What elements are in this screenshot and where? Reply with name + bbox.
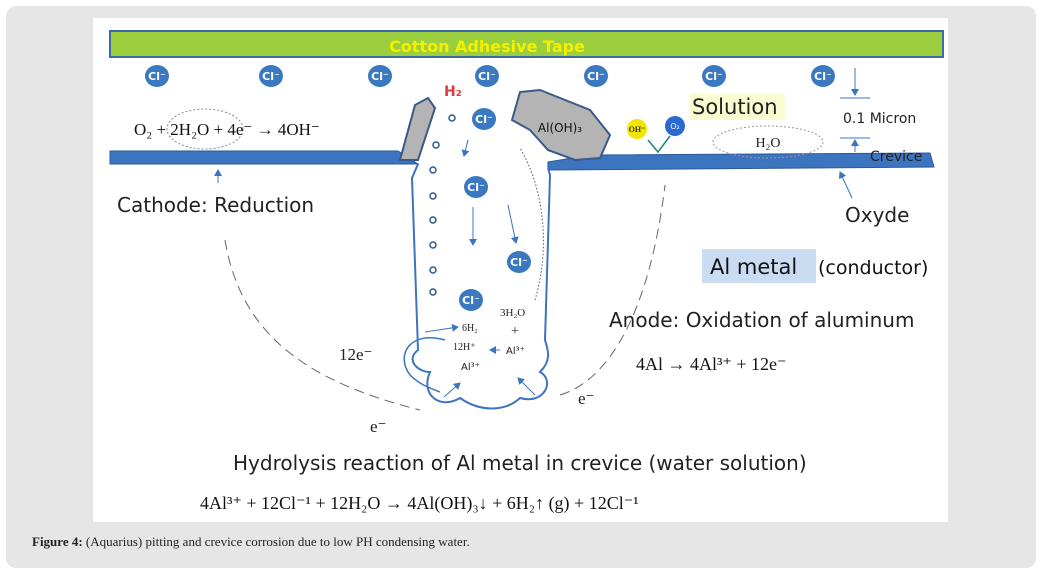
hydrolysis-equation: 4Al³⁺ + 12Cl⁻¹ + 12H₂O → 4Al(OH)₃↓ + 6H₂… <box>200 493 639 514</box>
h2-label: H₂ <box>444 84 462 100</box>
h2-bubble <box>429 192 437 200</box>
oh-ion <box>627 119 647 139</box>
chloride-ion-label: Cl⁻ <box>510 256 528 269</box>
oxide-flake-left <box>398 96 437 161</box>
o2-ion <box>665 116 685 136</box>
chloride-ion <box>584 65 608 87</box>
al-metal-label: Al metal <box>710 255 797 279</box>
pit-3h2o: 3H₂O <box>500 307 525 319</box>
conductor-label: (conductor) <box>818 257 928 279</box>
chloride-ions: Cl⁻ Cl⁻ Cl⁻ Cl⁻ Cl⁻ Cl⁻ Cl⁻ Cl⁻ Cl⁻ Cl⁻ Cl⁻ <box>145 65 835 311</box>
pit-plus: + <box>511 324 519 339</box>
chloride-ion <box>259 65 283 87</box>
h2-bubble <box>429 241 437 249</box>
pit-al3-b: Al³⁺ <box>461 362 480 373</box>
caption-label: Figure 4: <box>32 534 83 549</box>
chloride-ion <box>702 65 726 87</box>
chloride-ion <box>368 65 392 87</box>
chloride-ion-label: Cl⁻ <box>467 181 485 194</box>
figure-caption: Figure 4: (Aquarius) pitting and crevice… <box>32 534 470 550</box>
gap-label: 0.1 Micron <box>843 111 916 127</box>
chloride-ion <box>811 65 835 87</box>
chloride-ion-label: Cl⁻ <box>705 70 723 83</box>
h2-bubble <box>448 114 456 122</box>
solution-label: Solution <box>692 95 778 119</box>
chloride-ion <box>472 108 496 130</box>
left-metal-plate <box>109 150 420 165</box>
solution-highlight <box>690 94 785 120</box>
pit-6h2: 6H₂ <box>462 323 478 334</box>
o2-label: O₂ <box>670 122 680 131</box>
chloride-ion-label: Cl⁻ <box>148 70 166 83</box>
electrons-12: 12e⁻ <box>339 345 373 364</box>
cotton-adhesive-tape <box>109 30 944 58</box>
oxyde-label: Oxyde <box>845 203 909 227</box>
h2o-ellipse-left <box>166 108 244 150</box>
electron-label-a: e⁻ <box>370 417 387 436</box>
cathode-label: Cathode: Reduction <box>117 193 314 217</box>
h2-bubble <box>429 166 437 174</box>
crevice-label: Crevice <box>870 149 922 165</box>
oxyde-arrow <box>838 171 853 199</box>
h2o-label: H₂O <box>755 136 780 151</box>
cathode-equation: O₂ + 2H₂O + 4e⁻ → 4OH⁻ <box>134 120 320 139</box>
pit-al3-a: Al³⁺ <box>506 346 525 357</box>
hydrolysis-title: Hydrolysis reaction of Al metal in crevi… <box>233 451 807 475</box>
flow-arrow-3 <box>507 204 519 244</box>
chloride-ion-label: Cl⁻ <box>587 70 605 83</box>
oh-o2-link <box>647 135 671 154</box>
chloride-ion-label: Cl⁻ <box>475 113 493 126</box>
chloride-ion <box>464 176 488 198</box>
chloride-ion-label: Cl⁻ <box>478 70 496 83</box>
h2-bubble <box>429 216 437 224</box>
anode-equation: 4Al → 4Al³⁺ + 12e⁻ <box>636 354 787 374</box>
pit-outline <box>410 163 552 410</box>
electron-loop <box>403 337 446 393</box>
h2-bubbles <box>429 114 456 296</box>
chloride-ion <box>507 251 531 273</box>
chloride-ion <box>145 65 169 87</box>
electron-circuit <box>224 184 666 411</box>
chloride-ion-label: Cl⁻ <box>262 70 280 83</box>
caption-text: (Aquarius) pitting and crevice corrosion… <box>82 534 470 549</box>
anode-label: Anode: Oxidation of aluminum <box>609 308 914 332</box>
chloride-ion <box>475 65 499 87</box>
chloride-ion <box>459 289 483 311</box>
chloride-ion-label: Cl⁻ <box>371 70 389 83</box>
electron-label-b: e⁻ <box>578 389 595 408</box>
6h2-arrow <box>424 323 459 333</box>
h2-bubble <box>429 288 437 296</box>
aloh3-deposit <box>510 88 612 162</box>
h2-bubble <box>432 141 440 149</box>
chloride-ion-label: Cl⁻ <box>462 294 480 307</box>
al-metal-highlight <box>702 249 816 283</box>
pit-12h: 12H⁺ <box>453 342 476 353</box>
pit-arrow-right <box>517 377 536 396</box>
h2-bubble <box>429 266 437 274</box>
aloh3-label: Al(OH)₃ <box>538 121 582 135</box>
oh-label: OH⁻ <box>629 125 646 134</box>
flow-arrow-1 <box>461 139 470 157</box>
aloh3-return-path <box>519 147 544 301</box>
chloride-ion-label: Cl⁻ <box>814 70 832 83</box>
h2o-ellipse-right <box>712 125 824 159</box>
tape-label: Cotton Adhesive Tape <box>389 37 585 56</box>
pit-arrow-left <box>443 382 461 398</box>
